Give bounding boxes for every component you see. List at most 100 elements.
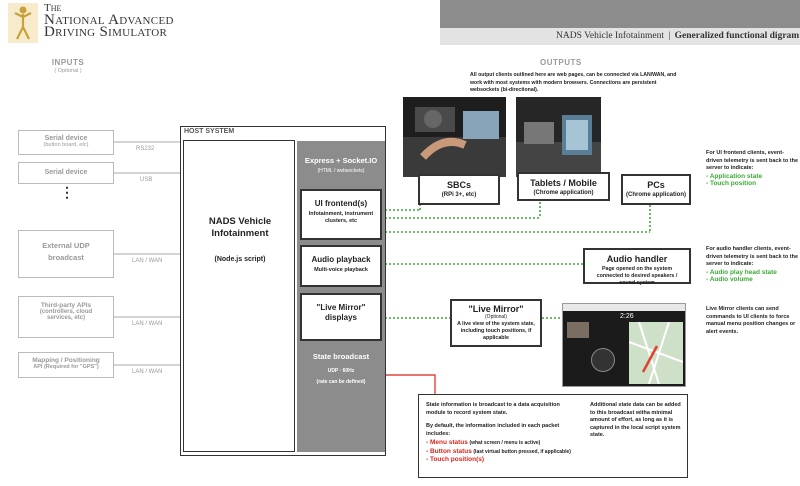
logo-line-2: National Advanced xyxy=(44,12,174,28)
live-mirror-screenshot: 2:26 xyxy=(562,303,686,387)
logo-figure-icon xyxy=(8,3,38,43)
host-main-sub: (Node.js script) xyxy=(214,256,266,263)
screenshot-thumb xyxy=(567,322,589,338)
logo-text: The National Advanced Driving Simulator xyxy=(44,2,174,40)
header-title: NADS Vehicle Infotainment | Generalized … xyxy=(556,31,799,41)
header-title-sub: Generalized functional digram xyxy=(674,31,800,41)
state-info-right: Additional state data can be added to th… xyxy=(590,402,681,438)
tablet-sub: (Chrome application) xyxy=(533,190,594,196)
link-label-apis: LAN / WAN xyxy=(132,321,163,327)
link-label-usb: USB xyxy=(140,177,153,183)
audio-handler-title: Audio handler xyxy=(606,254,668,264)
tablet-photo xyxy=(516,97,601,177)
screenshot-time: 2:26 xyxy=(620,313,634,320)
screenshot-gauge xyxy=(591,348,615,372)
note-audio-item: - Audio play head state xyxy=(706,268,777,276)
input-external-udp: External UDP broadcast xyxy=(18,230,114,278)
logo-line-1: The xyxy=(44,2,62,14)
pc-title: PCs xyxy=(647,180,665,190)
input-sub: (controllers, cloud services, etc) xyxy=(39,309,93,321)
input-serial-rs232: Serial device (button board, etc) xyxy=(18,130,114,155)
note-ui-item: - Touch position xyxy=(706,180,757,187)
audio-playback-title: Audio playback xyxy=(311,255,371,264)
live-mirror-displays-title: "Live Mirror" displays xyxy=(316,303,366,322)
state-info-item-label: - Button status xyxy=(426,447,472,455)
input-name: External UDP xyxy=(42,241,90,250)
express-sub: (HTML / websockets) xyxy=(317,168,365,174)
outputs-title: OUTPUTS xyxy=(540,58,582,67)
screenshot-topbar xyxy=(563,304,685,311)
state-broadcast-sub1: UDP · 60Hz xyxy=(327,368,355,374)
live-mirror-title: "Live Mirror" xyxy=(468,304,524,314)
host-main-name: NADS Vehicle Infotainment xyxy=(208,216,272,239)
state-info-item: - Menu status (what screen / menu is act… xyxy=(426,439,576,448)
input-ellipsis: ⋮ xyxy=(60,184,74,200)
header-separator: | xyxy=(668,31,671,41)
state-info-item-label: - Menu status xyxy=(426,439,468,446)
sbc-sub: (RPi 3+, etc) xyxy=(441,192,477,198)
note-audio-handler: For audio handler clients, event-driven … xyxy=(706,246,798,284)
audio-handler-sub: Page opened on the system connected to d… xyxy=(596,266,678,286)
input-sub: broadcast xyxy=(48,253,84,262)
inputs-title: INPUTS xyxy=(51,58,85,67)
link-label-mapping: LAN / WAN xyxy=(132,369,163,375)
input-name: Serial device xyxy=(44,135,88,142)
sbc-photo xyxy=(403,97,506,177)
pc-sub: (Chrome application) xyxy=(625,192,686,198)
express-socketio-panel: Express + Socket.IO (HTML / websockets) xyxy=(297,141,385,185)
link-label-rs232: RS232 xyxy=(136,146,155,152)
header-band xyxy=(440,0,800,28)
input-mapping-api: Mapping / Positioning API (Required for … xyxy=(18,352,114,378)
logo-line-3: Driving Simulator xyxy=(44,24,168,40)
ui-frontend-title: UI frontend(s) xyxy=(314,199,368,208)
live-mirror-optional: (Optional) xyxy=(485,314,507,320)
input-third-party-apis: Third-party APIs (controllers, cloud ser… xyxy=(18,296,114,338)
ui-frontend-sub: Infotainment, instrument clusters, etc xyxy=(308,211,374,224)
note-audio-item: - Audio volume xyxy=(706,276,753,283)
state-broadcast-title: State broadcast xyxy=(312,352,370,361)
header-left xyxy=(0,0,440,42)
header-title-main: NADS Vehicle Infotainment xyxy=(556,31,664,41)
express-title: Express + Socket.IO xyxy=(304,156,378,165)
sbc-title: SBCs xyxy=(446,180,471,190)
state-info-item: - Touch position(s) xyxy=(426,456,576,465)
host-system-title: HOST SYSTEM xyxy=(184,128,235,135)
ui-frontend-box[interactable]: UI frontend(s) Infotainment, instrument … xyxy=(300,189,382,240)
note-ui-frontend: For UI frontend clients, event-driven te… xyxy=(706,150,798,188)
state-info-p1: State information is broadcast to a data… xyxy=(426,402,560,416)
live-mirror-displays-box[interactable]: "Live Mirror" displays xyxy=(300,293,382,341)
audio-playback-sub: Multi-voice playback xyxy=(314,267,368,273)
state-info-item-detail: (what screen / menu is active) xyxy=(469,440,541,446)
state-info-box xyxy=(418,394,688,478)
state-info-left: State information is broadcast to a data… xyxy=(426,402,576,465)
note-ui-item: - Application state xyxy=(706,172,763,180)
state-info-item: - Button status (last virtual button pre… xyxy=(426,448,576,457)
pc-box[interactable]: PCs (Chrome application) xyxy=(621,174,691,205)
tablet-title: Tablets / Mobile xyxy=(530,178,597,188)
live-mirror-sub: A live view of the system state, includi… xyxy=(457,321,535,341)
state-info-p2: By default, the information included in … xyxy=(426,423,560,437)
outputs-note: All output clients outlined here are web… xyxy=(470,72,677,93)
link-label-udp: LAN / WAN xyxy=(132,258,163,264)
input-name: Mapping / Positioning xyxy=(32,357,100,364)
live-mirror-box[interactable]: "Live Mirror" (Optional) A live view of … xyxy=(450,299,542,347)
tablet-box[interactable]: Tablets / Mobile (Chrome application) xyxy=(517,172,610,201)
note-live-mirror: Live Mirror clients can send commands to… xyxy=(706,306,796,335)
note-ui-intro: For UI frontend clients, event-driven te… xyxy=(706,150,799,171)
sbc-box[interactable]: SBCs (RPi 3+, etc) xyxy=(418,174,500,205)
state-info-item-detail: (last virtual button pressed, if applica… xyxy=(473,448,571,455)
input-sub: API (Required for "GPS") xyxy=(33,364,99,370)
inputs-subtitle: ( Optional ) xyxy=(54,68,82,74)
input-name: Serial device xyxy=(44,169,88,176)
state-info-item-label: - Touch position(s) xyxy=(426,456,485,463)
input-serial-usb: Serial device xyxy=(18,162,114,184)
host-main-box xyxy=(183,140,295,452)
note-audio-intro: For audio handler clients, event-driven … xyxy=(706,246,799,267)
input-name: Third-party APIs xyxy=(40,302,92,309)
state-broadcast-sub2: (rate can be defined) xyxy=(316,379,366,385)
state-broadcast-panel: State broadcast UDP · 60Hz (rate can be … xyxy=(297,345,385,452)
audio-playback-box[interactable]: Audio playback Multi-voice playback xyxy=(300,245,382,287)
audio-handler-box[interactable]: Audio handler Page opened on the system … xyxy=(583,248,691,286)
header-strip xyxy=(440,28,800,45)
